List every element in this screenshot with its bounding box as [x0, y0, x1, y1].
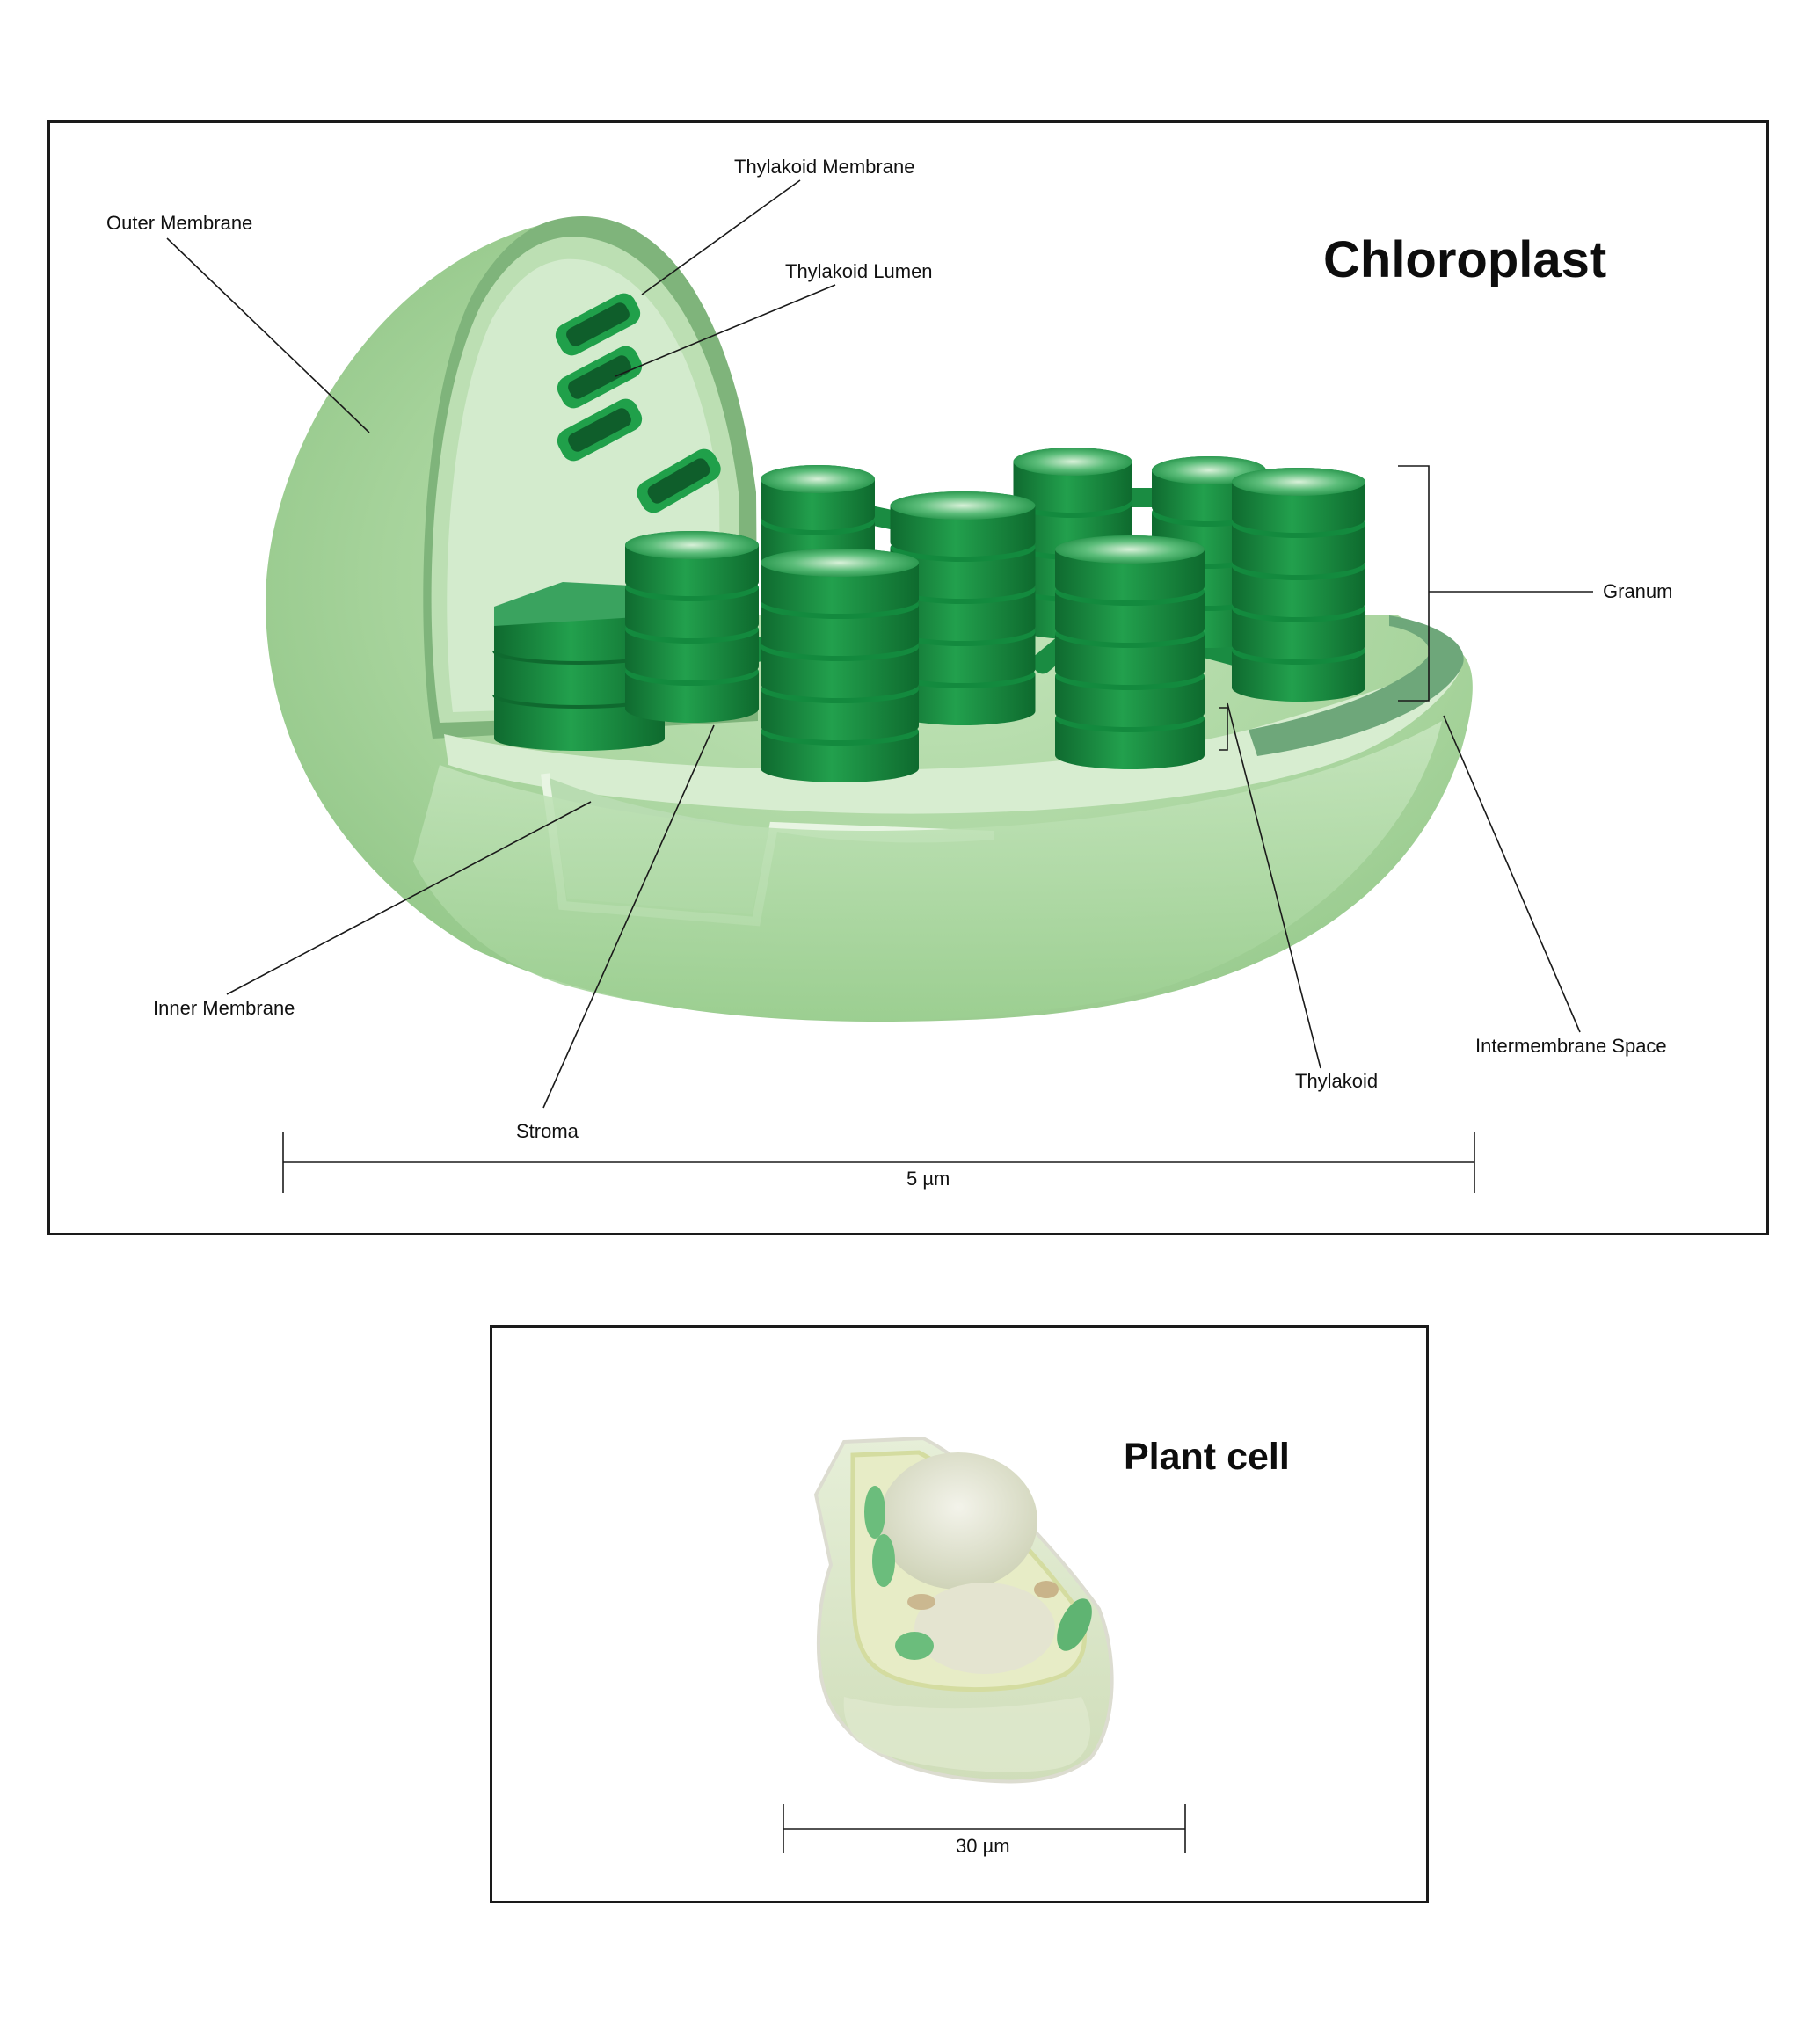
thylakoid-disc [1013, 462, 1132, 513]
granum-cut-top [494, 582, 665, 626]
plant-cell-illustration [783, 1436, 1186, 1853]
label-stroma: Stroma [516, 1120, 579, 1142]
thylakoid-disc [625, 672, 759, 723]
granum-top [625, 531, 759, 559]
dome-thylakoid-stack [555, 293, 721, 513]
thylakoid-disc [761, 563, 919, 614]
cell-lower-chamber [843, 1697, 1090, 1772]
chloroplast-title: Chloroplast [1323, 231, 1606, 288]
thylakoid-disc [761, 479, 875, 530]
thylakoid-disc [890, 674, 1036, 725]
thylakoid-disc [1232, 524, 1365, 575]
inner-membrane-band [1249, 615, 1464, 756]
label-thylakoid-membrane: Thylakoid Membrane [734, 156, 914, 178]
plant-cell-title: Plant cell [1124, 1436, 1290, 1478]
grana-group [492, 448, 1365, 782]
base-lower-shell [413, 721, 1442, 1021]
granum-top [1055, 535, 1205, 564]
granum-stack [1055, 535, 1205, 769]
granum-stack [625, 531, 759, 723]
chloroplast-blob-2 [872, 1534, 895, 1587]
nucleus [914, 1583, 1055, 1674]
label-inner-membrane: Inner Membrane [153, 997, 295, 1019]
thylakoid-disc [761, 731, 919, 782]
granum-stack [761, 549, 919, 782]
granum-cut-side [494, 607, 665, 751]
label-intermembrane-space: Intermembrane Space [1475, 1035, 1667, 1057]
label-thylakoid-lumen: Thylakoid Lumen [785, 260, 933, 282]
thylakoid-disc [1055, 549, 1205, 600]
chloroplast-illustration [265, 215, 1473, 1022]
granum-top [761, 465, 875, 493]
chloroplast-blob-4 [1057, 1598, 1092, 1651]
thylakoid-disc [1055, 592, 1205, 643]
thylakoid-disc [1055, 676, 1205, 727]
granum-top [1013, 448, 1132, 476]
thylakoid-disc [1055, 634, 1205, 685]
stroma-floor [444, 651, 1463, 814]
organelle-1 [907, 1594, 935, 1610]
thylakoid-disc [761, 605, 919, 656]
thylakoid-disc [1232, 651, 1365, 702]
thylakoid-disc [761, 689, 919, 740]
leader-lines [166, 179, 1593, 1193]
thylakoid-disc [1232, 482, 1365, 533]
thylakoid-disc [1232, 608, 1365, 659]
thylakoid-disc [890, 548, 1036, 599]
thylakoid-disc [625, 587, 759, 638]
granum-stack [890, 491, 1036, 725]
organelle-2 [1034, 1581, 1059, 1598]
thylakoid-disc [1232, 566, 1365, 617]
granum-stack [1232, 468, 1365, 702]
granum-top [1232, 468, 1365, 496]
label-granum: Granum [1603, 580, 1672, 602]
thylakoid-disc [625, 545, 759, 596]
thylakoid-disc [890, 506, 1036, 557]
thylakoid-disc [761, 647, 919, 698]
granum-cut-stack [492, 582, 666, 751]
scale-bar-label-chloroplast: 5 µm [906, 1168, 950, 1190]
label-outer-membrane: Outer Membrane [106, 212, 252, 234]
vacuole [879, 1452, 1037, 1590]
label-thylakoid: Thylakoid [1295, 1070, 1378, 1092]
chloroplast-blob-1 [864, 1486, 885, 1539]
scale-bar-label-plant-cell: 30 µm [956, 1835, 1010, 1857]
thylakoid-disc [625, 629, 759, 680]
thylakoid-disc [1055, 718, 1205, 769]
thylakoid-disc [890, 590, 1036, 641]
granum-top [761, 549, 919, 577]
thylakoid-disc [890, 632, 1036, 683]
granum-top [890, 491, 1036, 520]
chloroplast-blob-3 [895, 1632, 934, 1660]
